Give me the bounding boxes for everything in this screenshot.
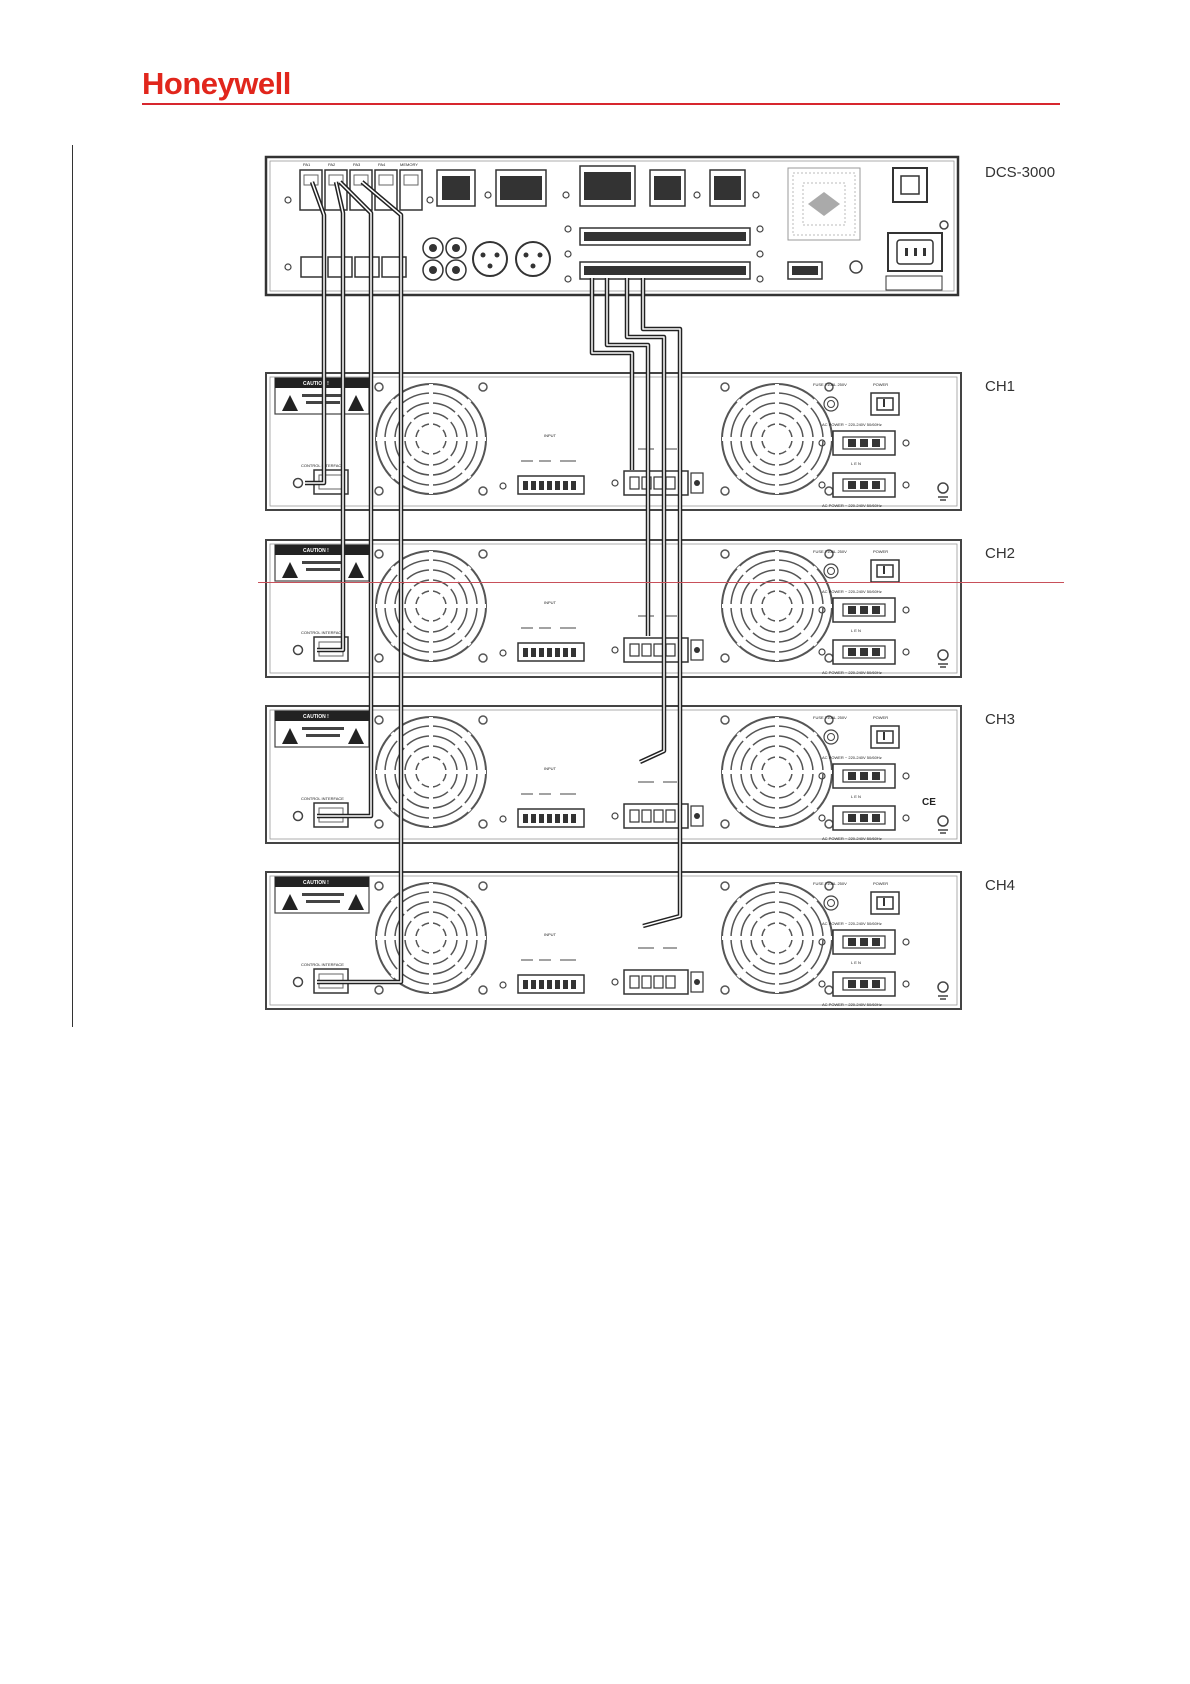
caution-label: CAUTION ! xyxy=(303,714,329,720)
lin-label: L E N xyxy=(851,461,861,466)
control-cable-ch2 xyxy=(317,181,346,653)
ac-power-label-bottom: AC POWER ~ 220-240V 50/60Hz xyxy=(822,1002,882,1007)
power-label: POWER xyxy=(873,382,888,387)
controller-power-switch xyxy=(892,167,928,203)
controller-audio-connectors xyxy=(422,237,551,281)
ac-power-label-bottom: AC POWER ~ 220-240V 50/60Hz xyxy=(822,503,882,508)
fuse-label: FUSE T10AL 250V xyxy=(813,715,847,720)
power-label: POWER xyxy=(873,549,888,554)
lin-label: L E N xyxy=(851,960,861,965)
port-label-pa2: PA2 xyxy=(328,162,336,167)
port-label-pa3: PA3 xyxy=(353,162,361,167)
controller-dip-switches xyxy=(436,165,760,207)
ac-power-label-bottom: AC POWER ~ 220-240V 50/60Hz xyxy=(822,670,882,675)
ac-power-label-top: AC POWER ~ 220-240V 50/60Hz xyxy=(822,422,882,427)
controller-terminal-blocks xyxy=(564,225,823,283)
control-interface-label: CONTROL INTERFACE xyxy=(301,630,344,635)
control-cable-ch3 xyxy=(317,180,374,819)
ac-power-label-top: AC POWER ~ 220-240V 50/60Hz xyxy=(822,589,882,594)
power-label: POWER xyxy=(873,715,888,720)
power-label: POWER xyxy=(873,881,888,886)
amplifier-ch2: CAUTION ! CONTROL INTERFACE INPUT POWER … xyxy=(266,540,961,677)
lin-label: L E N xyxy=(851,794,861,799)
ac-power-label-top: AC POWER ~ 220-240V 50/60Hz xyxy=(822,755,882,760)
separator-rule xyxy=(258,582,1064,583)
port-label-pa4: PA4 xyxy=(378,162,386,167)
left-margin-rule xyxy=(72,145,73,1027)
control-cable-ch1 xyxy=(305,181,327,486)
audio-cable-ch1 xyxy=(589,278,635,470)
caution-label: CAUTION ! xyxy=(303,548,329,554)
control-interface-label: CONTROL INTERFACE xyxy=(301,962,344,967)
channel-label-ch1: CH1 xyxy=(985,378,1015,395)
honeywell-logo: Honeywell xyxy=(142,66,291,101)
fuse-label: FUSE T10AL 250V xyxy=(813,549,847,554)
fuse-label: FUSE T10AL 250V xyxy=(813,382,847,387)
caution-label: CAUTION ! xyxy=(303,381,329,387)
audio-cable-ch3 xyxy=(624,278,667,765)
control-cable-ch4 xyxy=(317,180,404,985)
fuse-label: FUSE T10AL 250V xyxy=(813,881,847,886)
port-label-memory: MEMORY xyxy=(400,162,418,167)
controller-rj45-bottom-row xyxy=(284,256,407,278)
amplifier-ch3: CAUTION ! CONTROL INTERFACE INPUT POWER … xyxy=(266,706,961,843)
controller-label: DCS-3000 xyxy=(985,164,1055,181)
lin-label: L E N xyxy=(851,628,861,633)
ce-mark: CE xyxy=(922,797,936,808)
input-label: INPUT xyxy=(544,766,557,771)
audio-cable-ch2 xyxy=(604,278,651,636)
audio-cable-ch4 xyxy=(640,278,683,929)
controller-ac-inlet xyxy=(849,220,949,291)
controller-vent-grille xyxy=(787,167,861,241)
header-rule xyxy=(142,103,1060,105)
channel-label-ch2: CH2 xyxy=(985,545,1015,562)
channel-label-ch4: CH4 xyxy=(985,877,1015,894)
control-interface-label: CONTROL INTERFACE xyxy=(301,796,344,801)
ac-power-label-top: AC POWER ~ 220-240V 50/60Hz xyxy=(822,921,882,926)
ac-power-label-bottom: AC POWER ~ 220-240V 50/60Hz xyxy=(822,836,882,841)
amplifier-ch4: CAUTION ! CONTROL INTERFACE INPUT POWER … xyxy=(266,872,961,1009)
channel-label-ch3: CH3 xyxy=(985,711,1015,728)
port-label-pa1: PA1 xyxy=(303,162,311,167)
input-label: INPUT xyxy=(544,600,557,605)
caution-label: CAUTION ! xyxy=(303,880,329,886)
input-label: INPUT xyxy=(544,932,557,937)
input-label: INPUT xyxy=(544,433,557,438)
